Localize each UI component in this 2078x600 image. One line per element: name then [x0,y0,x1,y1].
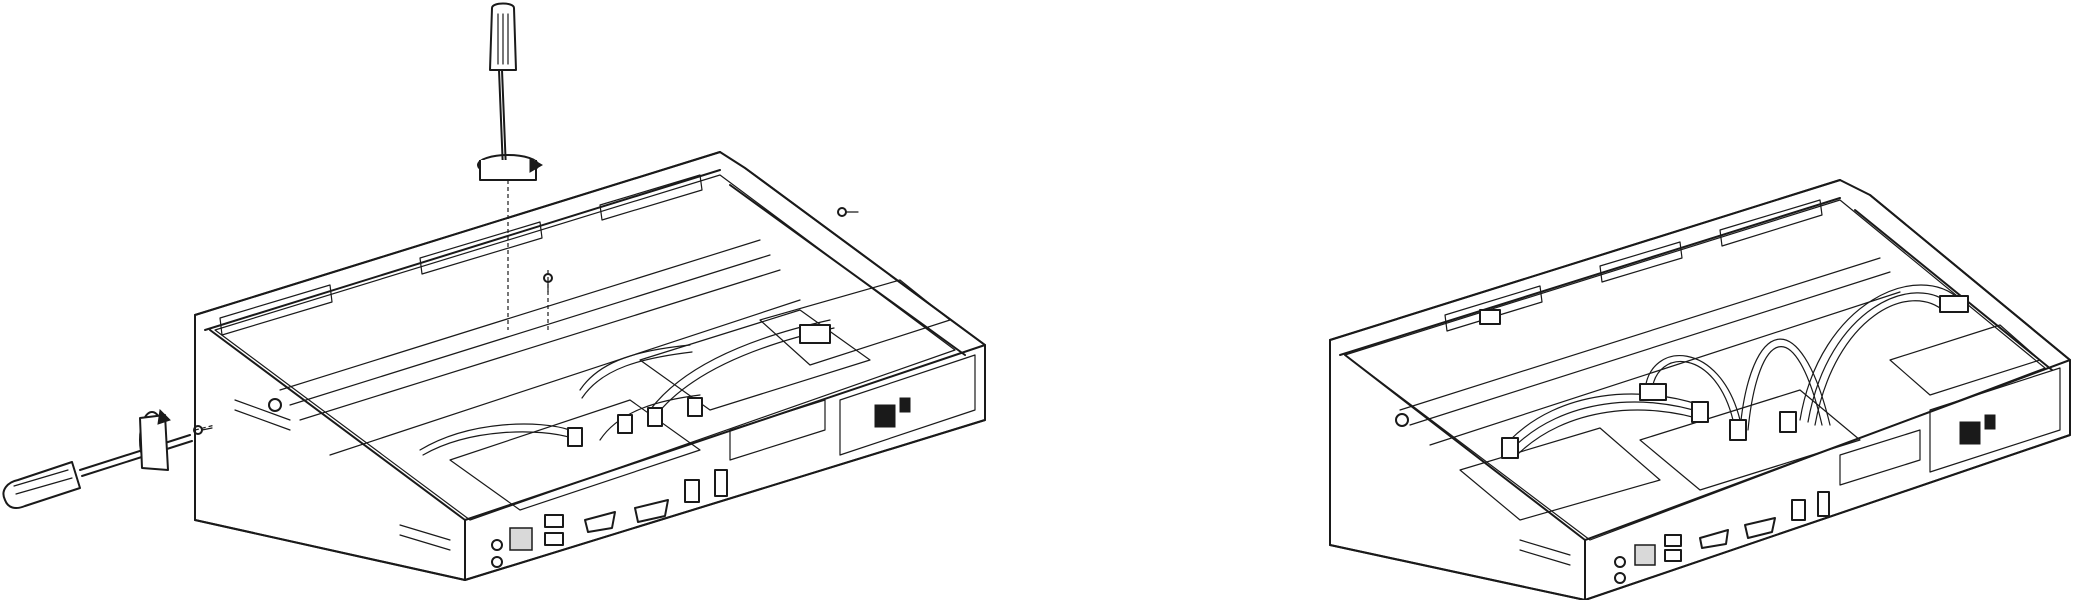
screwdriver-icon [489,2,517,171]
chassis-left [194,151,986,581]
screw-icon [193,425,213,435]
figure-step-2 [1040,0,2078,600]
chassis-right [1329,179,2071,600]
screwdriver-icon [2,434,193,509]
rotation-arrow-icon [477,154,543,181]
screw-icon [837,207,859,217]
screw-icon [543,273,553,293]
figure-step-1 [2,2,986,581]
rotation-arrow-icon [139,408,171,471]
